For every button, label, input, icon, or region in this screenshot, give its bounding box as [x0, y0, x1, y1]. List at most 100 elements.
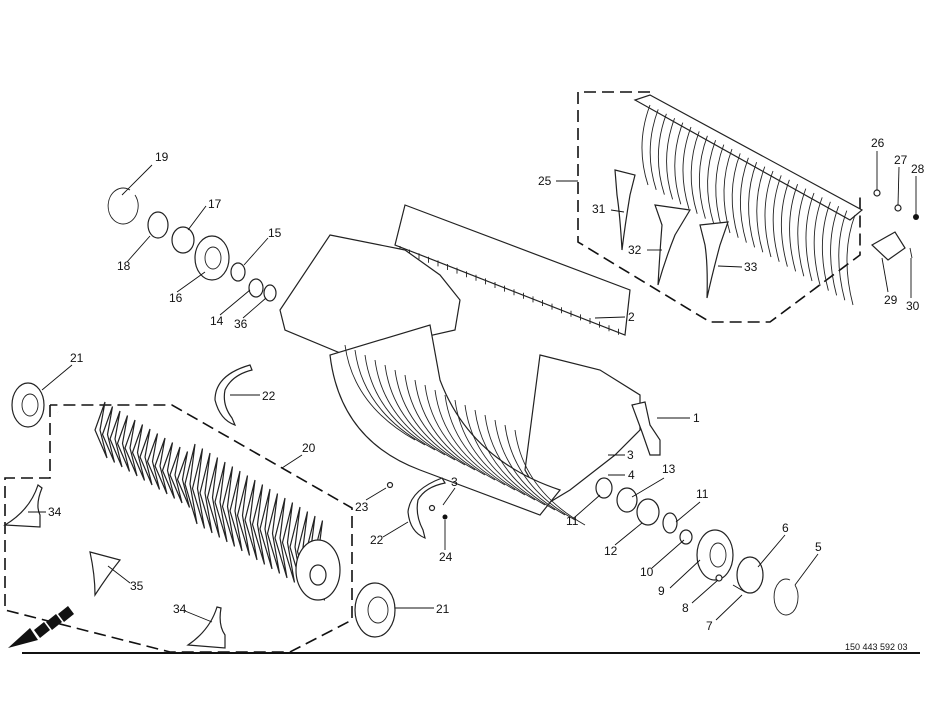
sieve-bar	[474, 409, 546, 506]
leader-line	[176, 271, 206, 293]
callout-label: 4	[628, 468, 635, 482]
flange-21-right	[354, 582, 396, 638]
rake-tine	[789, 184, 799, 272]
rake-tine	[715, 144, 725, 229]
callout-label: 7	[706, 619, 713, 633]
leader-line	[717, 265, 743, 268]
callout-label: 21	[70, 351, 84, 365]
callout-label: 26	[871, 136, 885, 150]
sieve-bar	[454, 399, 526, 496]
callout-label: 22	[370, 533, 384, 547]
callout-label: 27	[894, 153, 908, 167]
callout-label: 17	[208, 197, 222, 211]
segment-22-top	[214, 364, 253, 426]
leader-line	[897, 166, 900, 206]
leader-line	[242, 297, 267, 319]
callout-label: 13	[662, 462, 676, 476]
rotor-fin	[221, 466, 236, 547]
sieve-bar	[434, 389, 506, 486]
rake-tine	[682, 126, 692, 210]
rotor-fin	[206, 457, 221, 538]
rake-tine	[649, 109, 659, 190]
callout-label: 3	[451, 475, 458, 489]
callout-label: 20	[302, 441, 316, 455]
sieve-bar	[494, 419, 566, 516]
rake-tine	[846, 214, 856, 306]
rotor-fin	[184, 443, 198, 525]
nut-24	[442, 514, 448, 520]
rotor-fin	[101, 406, 116, 463]
callout-label: 33	[744, 260, 758, 274]
circlip-5	[773, 578, 799, 616]
side-plate-right	[524, 354, 641, 506]
rotor-fin	[116, 415, 131, 472]
sieve-bar	[404, 374, 476, 471]
rake-tine	[723, 148, 733, 234]
bearing-12	[636, 498, 660, 526]
rake-tine	[805, 192, 815, 282]
sieve-bar	[344, 344, 416, 441]
rotor-fin	[131, 424, 146, 481]
rotor-fin	[161, 442, 176, 499]
cover-plate	[394, 204, 631, 336]
leader-line	[631, 477, 665, 498]
ring-14	[248, 278, 264, 298]
callout-label: 10	[640, 565, 654, 579]
callout-label: 28	[911, 162, 925, 176]
segment-22-bottom	[407, 477, 446, 539]
callout-label: 2	[628, 310, 635, 324]
rake-tine	[657, 113, 667, 195]
rake-tine	[739, 157, 749, 243]
sieve-bar	[354, 349, 426, 446]
rotor-fin	[109, 410, 123, 468]
callout-label: 35	[130, 579, 144, 593]
ring-18	[147, 211, 169, 239]
callout-label: 11	[566, 514, 579, 528]
callout-label: 1	[693, 411, 700, 425]
callout-label: 30	[906, 299, 920, 313]
leader-line	[442, 487, 456, 506]
leader-line	[187, 205, 207, 231]
callout-label: 9	[658, 584, 665, 598]
rake-tine	[707, 140, 717, 224]
sieve-bar	[424, 384, 496, 481]
callout-label: 12	[604, 544, 618, 558]
ring-6	[736, 556, 764, 594]
washer-27	[894, 204, 902, 212]
sieve-bar	[414, 379, 486, 476]
rotor-fin	[236, 475, 251, 556]
flange-21-left	[11, 382, 45, 428]
housing-9	[696, 529, 734, 581]
knife-34-left	[3, 484, 43, 528]
nut-8	[715, 574, 723, 582]
callout-label: 3	[627, 448, 634, 462]
bracket-29	[870, 231, 906, 261]
leader-line	[691, 579, 719, 604]
callout-label: 15	[268, 226, 282, 240]
leader-line	[365, 487, 387, 501]
sieve-bar	[464, 404, 536, 501]
callout-label: 11	[696, 487, 709, 501]
callout-label: 34	[48, 505, 62, 519]
sieve-bar	[444, 394, 516, 491]
sieve-bar	[514, 429, 586, 526]
leader-line	[121, 164, 153, 196]
nut-3	[428, 504, 436, 512]
sieve-bar	[484, 414, 556, 511]
sieve-housing	[329, 324, 562, 516]
rake-tine	[780, 179, 790, 267]
rotor-fin	[274, 497, 288, 579]
rotor-fin	[154, 437, 168, 495]
rotor-fin	[139, 428, 153, 486]
leader-line	[107, 565, 131, 584]
rotor	[57, 401, 341, 601]
leader-line	[594, 316, 626, 319]
leader-line	[243, 237, 269, 266]
rake-tine	[674, 122, 684, 205]
rake-tine	[641, 104, 651, 186]
leader-line	[184, 610, 213, 623]
leader-line	[126, 235, 151, 263]
circlip-19	[107, 187, 139, 225]
callout-label: 23	[355, 500, 369, 514]
